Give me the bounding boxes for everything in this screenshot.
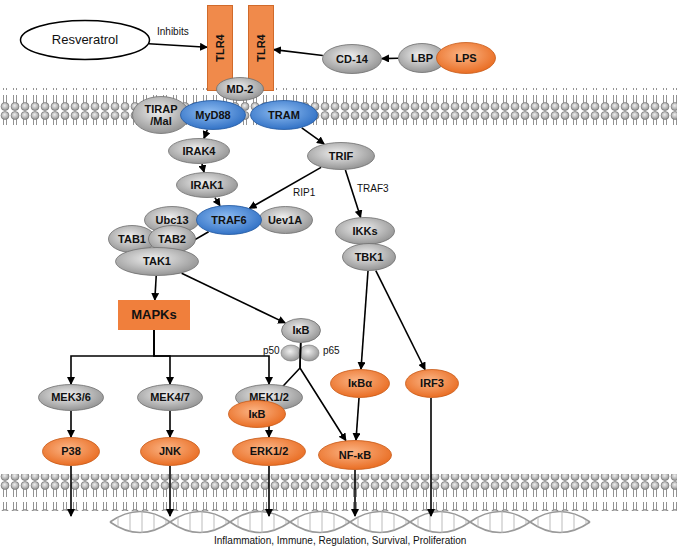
transcription-factor: NF-κB [318, 440, 392, 470]
signal-arrow [356, 398, 359, 440]
signal-arrow [361, 271, 368, 369]
kinase-ellipse: ERK1/2 [232, 437, 306, 466]
adaptor-ellipse: TRAM [250, 100, 318, 130]
kinase-ellipse: MEK3/6 [38, 384, 104, 411]
protein-ellipse: TRAF6 [196, 205, 262, 235]
node-label: TIRAP /Mal [140, 103, 182, 127]
kinase-ellipse: MEK4/7 [137, 384, 203, 411]
node-label: TRIF [329, 150, 353, 162]
node-label: Resveratrol [52, 33, 118, 47]
signal-arrow [302, 128, 324, 144]
node-label: IκB [292, 324, 309, 336]
protein-ellipse: MD-2 [216, 77, 264, 101]
node-label: IκBα [348, 377, 372, 389]
receptor-bar: TLR4 [248, 5, 274, 91]
node-label: TLR4 [214, 34, 226, 62]
node-label: LBP [411, 52, 433, 64]
protein-ellipse: CD-14 [322, 44, 382, 74]
node-label: MAPKs [131, 308, 177, 322]
node-label: MEK3/6 [51, 391, 91, 403]
protein-ellipse: IRAK4 [168, 138, 230, 164]
protein-ellipse: Uev1A [258, 206, 313, 234]
outcome-label: Inflammation, Immune, Regulation, Surviv… [213, 535, 467, 546]
node-label: TAB1 [118, 233, 146, 245]
node-label: TBK1 [355, 251, 384, 263]
subunit-label: p65 [322, 345, 341, 356]
protein-ellipse: IκBα [330, 369, 390, 398]
nuclear-membrane [0, 474, 677, 511]
node-label: JNK [159, 445, 181, 457]
kinase-ellipse: P38 [42, 437, 100, 466]
node-label: MD-2 [227, 83, 254, 95]
receptor-bar: TLR4 [207, 5, 233, 91]
node-label: TAK1 [143, 255, 171, 267]
pathway-box: MAPKs [118, 300, 190, 330]
signal-arrow [376, 271, 425, 370]
signal-arrow [154, 330, 269, 384]
signal-arrow [215, 198, 220, 206]
protein-ellipse: TBK1 [342, 243, 396, 271]
node-label: IRAK4 [182, 145, 215, 157]
node-label: P38 [61, 445, 81, 457]
node-label: IKKs [352, 225, 377, 237]
node-label: IRF3 [420, 377, 444, 389]
signal-arrow [204, 130, 207, 138]
node-label: Uev1A [268, 214, 302, 226]
signal-arrow [70, 411, 72, 437]
node-label: ERK1/2 [250, 445, 289, 457]
node-label: TRAM [268, 109, 300, 121]
protein-ellipse: IκB [228, 400, 286, 428]
node-label: TRAF6 [211, 214, 246, 226]
protein-ellipse: IRF3 [405, 369, 459, 398]
subunit-label: p50 [262, 345, 281, 356]
node-label: Ubc13 [155, 214, 188, 226]
protein-ellipse: IRAK1 [176, 172, 238, 198]
signal-arrow [250, 167, 322, 208]
dna-rungs [118, 511, 586, 533]
node-label: IκB [248, 408, 265, 420]
dna-helix [110, 512, 590, 533]
signal-arrow [274, 50, 323, 56]
signal-arrow [154, 330, 170, 384]
signal-arrow [155, 276, 156, 300]
protein-ellipse: TRIF [307, 142, 375, 170]
signal-arrow [202, 164, 204, 172]
edge-label: RIP1 [292, 187, 316, 198]
edge-label: Inhibits [156, 26, 190, 37]
protein-ellipse: IKKs [335, 217, 395, 245]
node-label: CD-14 [336, 53, 368, 65]
kinase-ellipse: JNK [140, 437, 200, 466]
signal-arrow [169, 411, 171, 437]
adaptor-ellipse: MyD88 [180, 100, 246, 130]
nucleus-arrows [71, 398, 431, 516]
node-label: TAB2 [158, 233, 186, 245]
ligand-ellipse: LPS [436, 42, 496, 74]
node-label: LPS [455, 52, 476, 64]
cell-membrane [0, 88, 677, 125]
node-label: NF-κB [339, 449, 371, 461]
signal-arrow [182, 273, 286, 323]
signal-arrow [71, 330, 154, 384]
node-label: MyD88 [195, 109, 230, 121]
edge-label: TRAF3 [356, 183, 390, 194]
inhibitor-ellipse: Resveratrol [20, 20, 150, 60]
protein-ellipse: IκB [281, 318, 321, 343]
node-label: TLR4 [255, 34, 267, 62]
node-label: MEK4/7 [150, 391, 190, 403]
signal-arrow [149, 44, 207, 47]
protein-ellipse: TAK1 [115, 247, 199, 276]
signal-arrow [382, 57, 398, 59]
node-label: IRAK1 [190, 179, 223, 191]
